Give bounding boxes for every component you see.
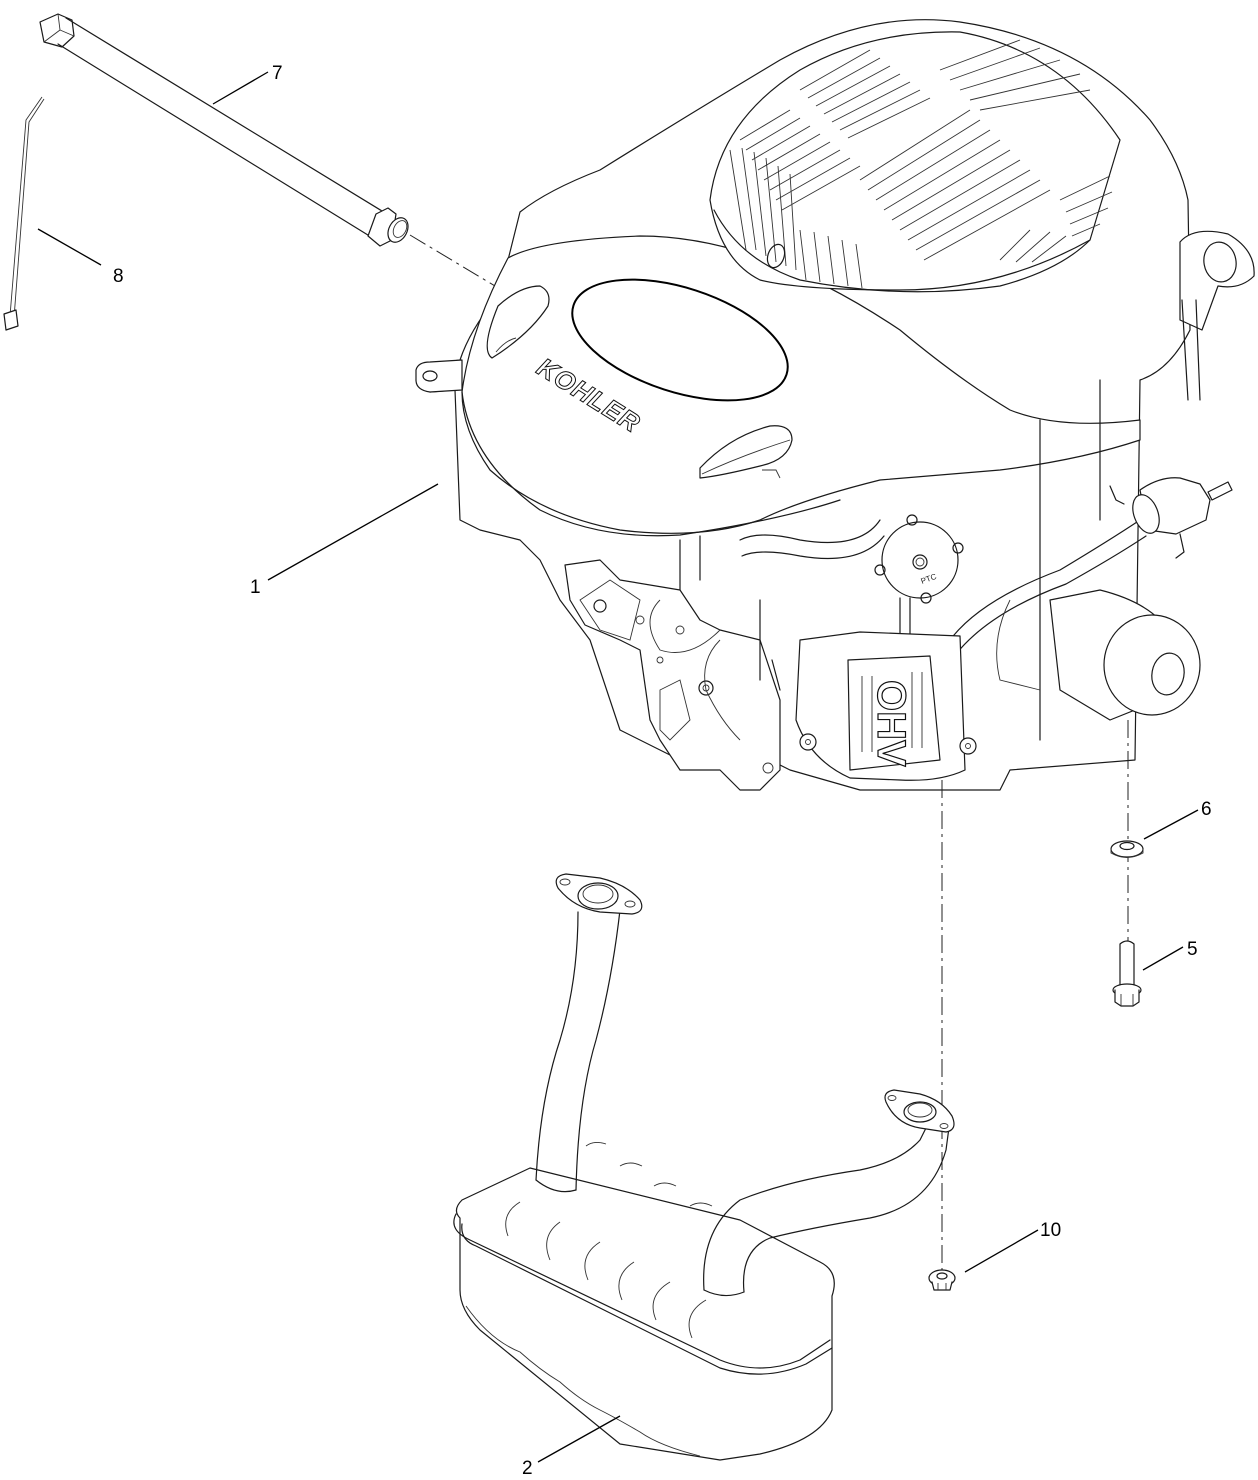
callout-6[interactable]: 6: [1201, 799, 1212, 820]
oil-filter: [996, 589, 1201, 721]
callout-8[interactable]: 8: [113, 266, 124, 287]
fan-grille: [729, 39, 1113, 289]
part-5-flange-bolt[interactable]: [1112, 940, 1142, 1007]
ohv-label: OHV: [869, 680, 913, 767]
callout-10[interactable]: 10: [1040, 1220, 1061, 1241]
part-2-muffler[interactable]: [453, 873, 955, 1461]
part-10-flange-nut[interactable]: [928, 1269, 956, 1291]
part-7-extension-tube[interactable]: [39, 13, 412, 247]
callouts: 7 8 1 6 5 10 2: [37, 63, 1212, 1479]
part-8-cable-tie[interactable]: [3, 96, 45, 331]
part-6-washer[interactable]: [1110, 840, 1144, 858]
part-1-engine[interactable]: KOHLER: [415, 19, 1255, 791]
ohv-valve-cover: OHV: [795, 631, 977, 781]
callout-7[interactable]: 7: [272, 63, 283, 84]
callout-5[interactable]: 5: [1187, 939, 1198, 960]
callout-1[interactable]: 1: [250, 577, 261, 598]
fuel-filter: [1109, 477, 1233, 559]
callout-2[interactable]: 2: [522, 1458, 533, 1479]
fuel-pump: PTC: [874, 514, 964, 641]
